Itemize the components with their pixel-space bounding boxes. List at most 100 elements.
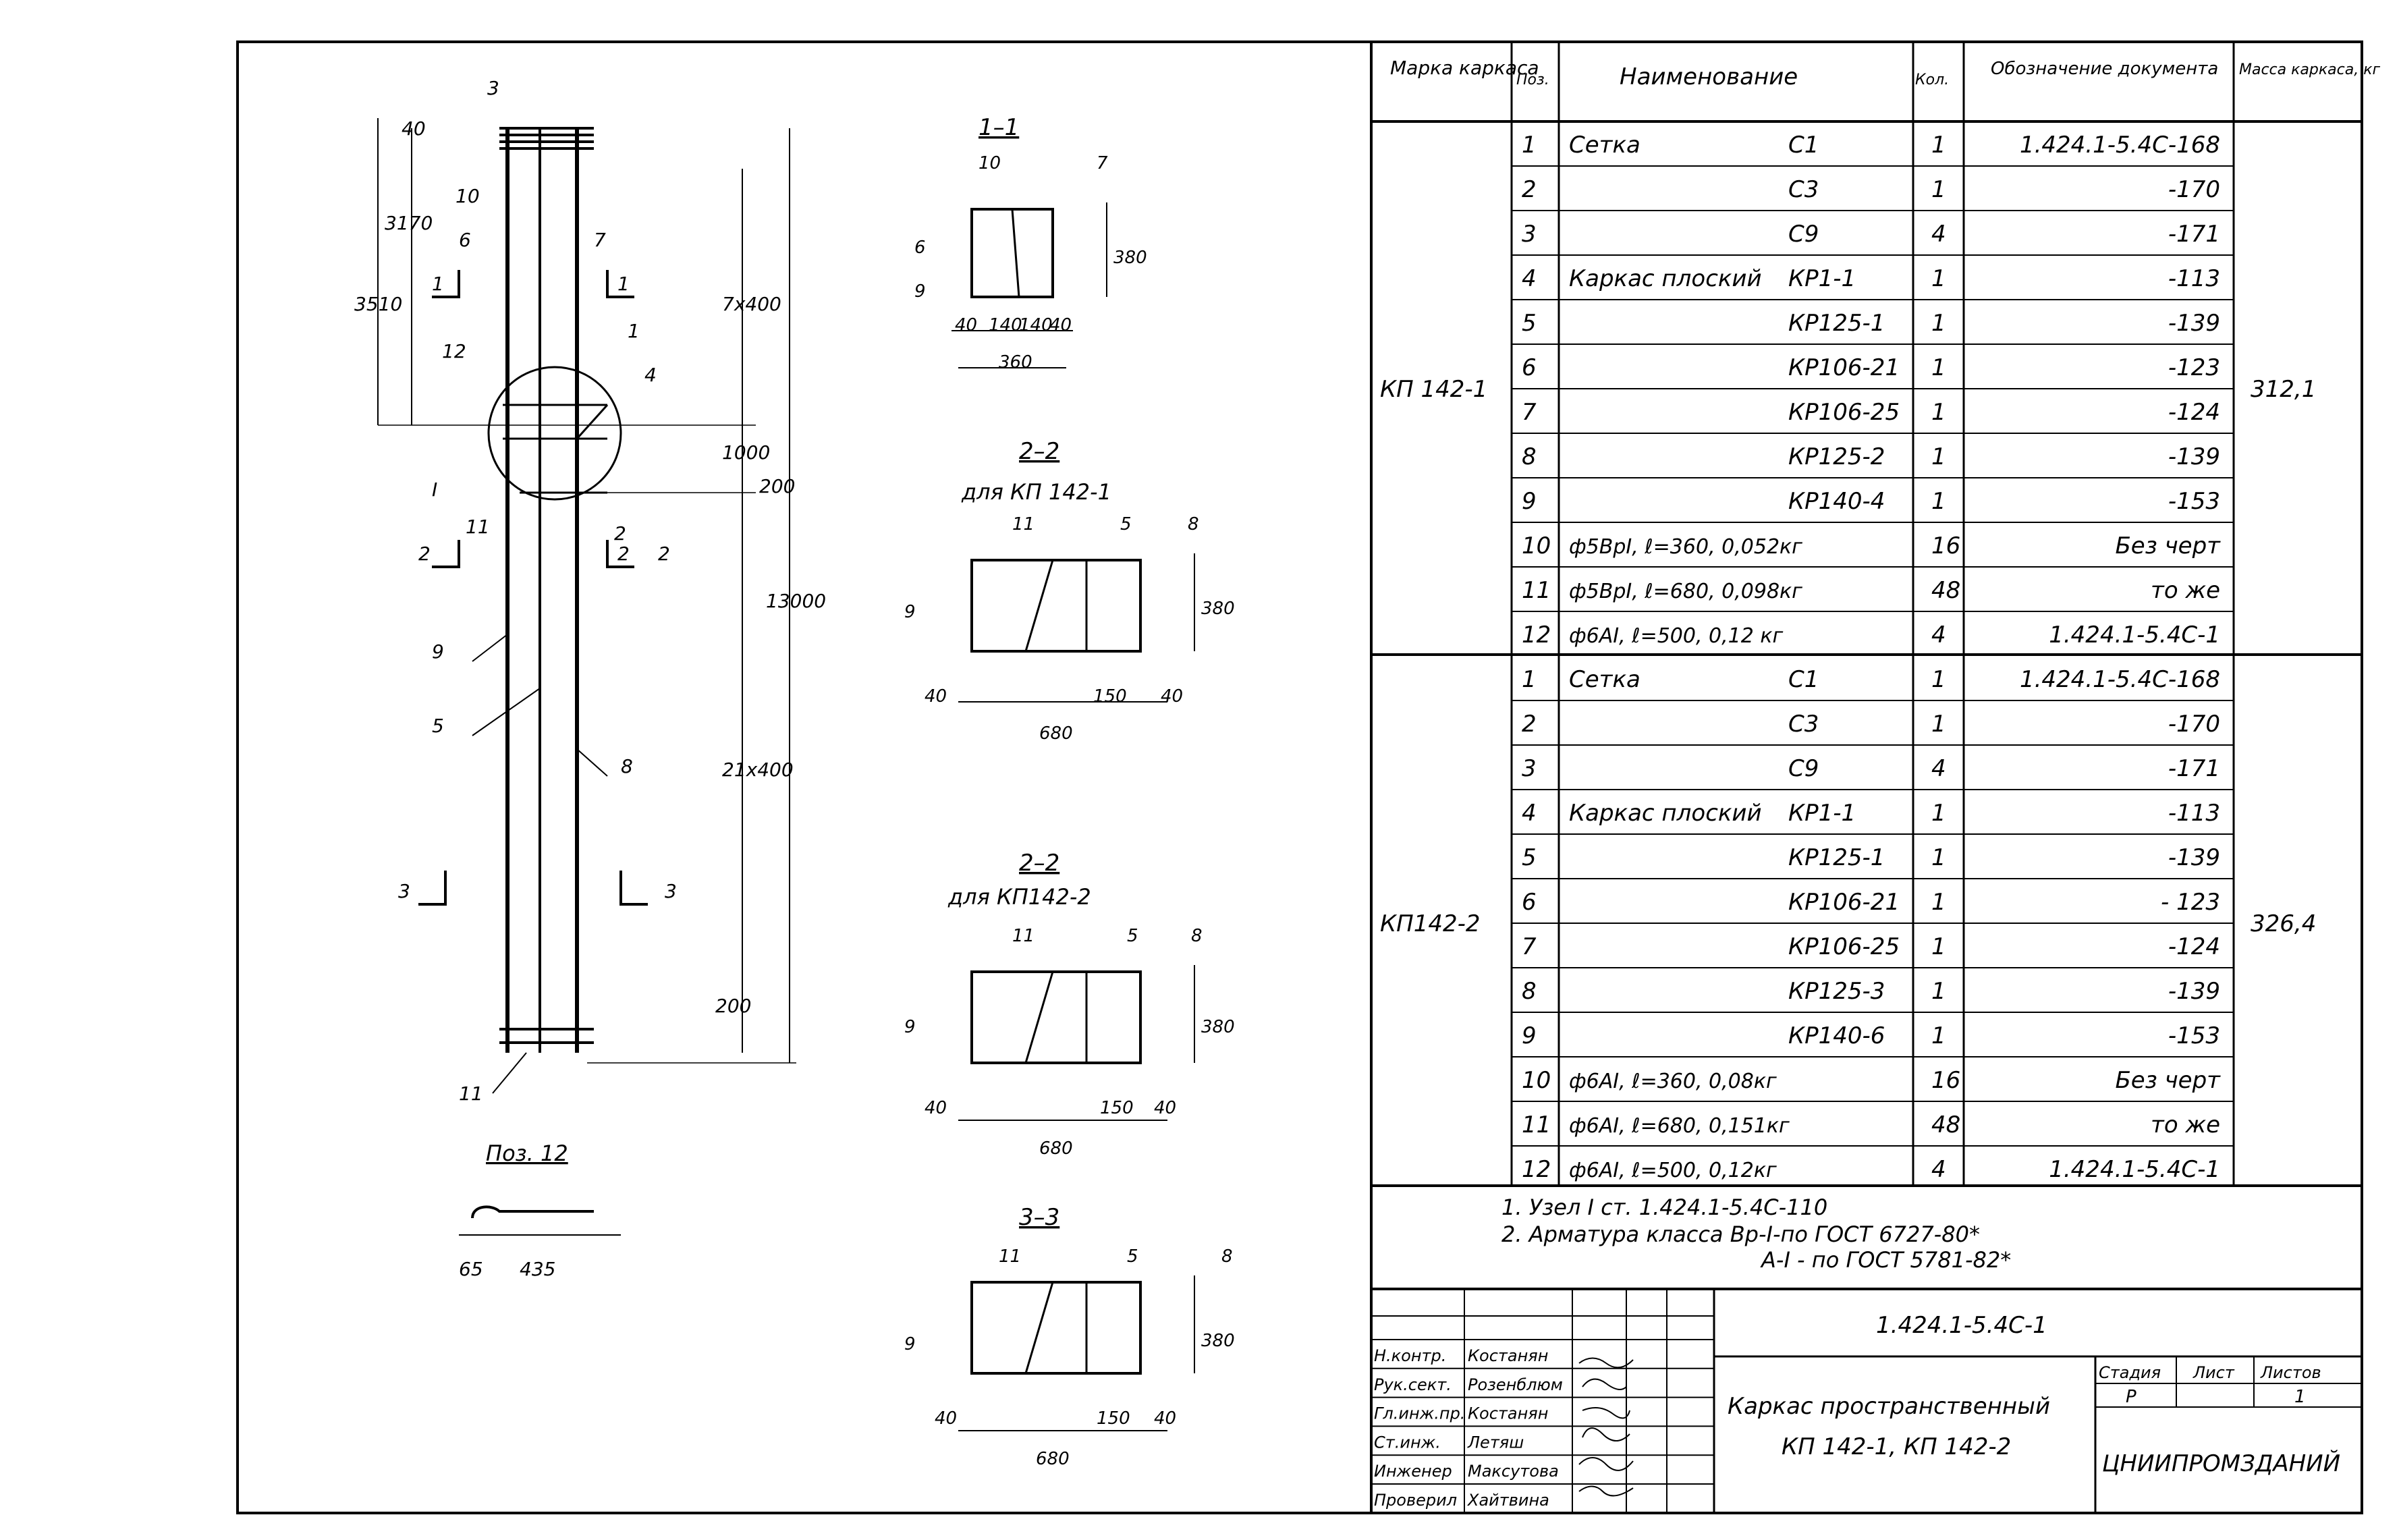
- section-mark-label: 3: [665, 880, 677, 902]
- cell-qty: 1: [1931, 844, 1946, 871]
- header-doc: Обозначение документа: [1991, 59, 2218, 79]
- cell-doc: 1.424.1-5.4С-1: [2049, 622, 2220, 649]
- dim-200-bottom: 200: [715, 995, 751, 1017]
- section-height: 380: [1201, 1331, 1235, 1351]
- bent-bar-detail: [471, 1205, 594, 1219]
- section-dim: 40: [1154, 1408, 1176, 1429]
- cell-doc: Без черт: [2115, 532, 2221, 559]
- elevation-labels: 40 3170 3510 7x400 1000 200 13000 21x400…: [354, 77, 826, 1280]
- cell-doc: -153: [2168, 488, 2220, 515]
- cell-qty: 48: [1931, 577, 1960, 604]
- cell-code: С1: [1788, 666, 1819, 693]
- pos-label: 6: [459, 229, 471, 251]
- cell-qty: 1: [1931, 265, 1946, 292]
- sheets-label: Листов: [2260, 1363, 2321, 1382]
- cell-pos: 5: [1522, 310, 1537, 337]
- section-outline: [970, 1281, 1142, 1375]
- cell-pos: 11: [1522, 1111, 1551, 1138]
- cell-qty: 4: [1931, 622, 1946, 649]
- cell-qty: 1: [1931, 176, 1946, 203]
- section-pos: 10: [978, 153, 1001, 173]
- dim-13000: 13000: [766, 590, 826, 612]
- cell-code: С3: [1788, 711, 1819, 738]
- header-mass: Масса каркаса, кг: [2239, 61, 2380, 78]
- cell-name: ф6АI, ℓ=680, 0,151кг: [1569, 1114, 1790, 1138]
- cell-qty: 48: [1931, 1111, 1960, 1138]
- section-pos: 5: [1127, 926, 1138, 946]
- section-dim: 40: [935, 1408, 957, 1429]
- pos-label: 4: [644, 364, 657, 386]
- section-dim: 140: [1019, 315, 1053, 335]
- cell-pos: 7: [1522, 933, 1537, 960]
- cell-name: Каркас плоский: [1569, 800, 1762, 827]
- staff-name: Костанян: [1468, 1346, 1548, 1365]
- cell-code: КР140-4: [1788, 488, 1885, 515]
- section-mark-label: 2: [418, 543, 431, 565]
- cell-pos: 6: [1522, 354, 1537, 381]
- section-mark-2: [432, 540, 460, 568]
- sheet-label: Лист: [2193, 1363, 2235, 1382]
- section-outline: [970, 559, 1142, 653]
- cell-doc: -139: [2168, 443, 2220, 470]
- section-height: 380: [1201, 599, 1235, 619]
- cell-doc: -139: [2168, 310, 2220, 337]
- cell-code: КР106-25: [1788, 399, 1900, 426]
- section-height: 380: [1201, 1017, 1235, 1037]
- section-pos: 5: [1127, 1246, 1138, 1267]
- leader: [472, 634, 508, 662]
- sheets-value: 1: [2294, 1387, 2306, 1407]
- title-line-2: КП 142-1, КП 142-2: [1782, 1433, 2011, 1460]
- title-block: [1370, 1288, 2363, 1514]
- section-2-2-a: [958, 553, 1195, 703]
- cell-qty: 1: [1931, 711, 1946, 738]
- cell-code: С1: [1788, 132, 1819, 159]
- sheet-frame: [236, 40, 2363, 1514]
- section-pos: 11: [1012, 514, 1035, 534]
- staff-role: Н.контр.: [1374, 1346, 1446, 1365]
- signature: [1578, 1457, 1634, 1471]
- pos-label: 10: [456, 185, 480, 207]
- cell-pos: 1: [1522, 132, 1537, 159]
- dim-3510: 3510: [354, 293, 402, 315]
- staff-rows: Н.контр.КостанянРук.сект.РозенблюмГл.инж…: [1374, 1346, 1563, 1510]
- section-dim: 40: [1161, 686, 1183, 707]
- cell-qty: 1: [1931, 443, 1946, 470]
- section-mark-label: 1: [432, 273, 444, 295]
- cell-doc: 1.424.1-5.4С-1: [2049, 1156, 2220, 1183]
- section-dim: 40: [955, 315, 977, 335]
- section-dim: 40: [1049, 315, 1072, 335]
- cell-pos: 10: [1522, 1067, 1551, 1094]
- section-mark-1: [606, 270, 634, 298]
- section-pos: 5: [1120, 514, 1132, 534]
- cell-name: ф5ВрI, ℓ=680, 0,098кг: [1569, 580, 1802, 603]
- cell-doc: -171: [2168, 755, 2220, 782]
- section-mark-label: 3: [398, 880, 410, 902]
- leader: [576, 748, 608, 777]
- node-label: I: [432, 478, 437, 501]
- node-bar: [576, 404, 609, 440]
- organization: ЦНИИПРОМЗДАНИЙ: [2102, 1450, 2340, 1477]
- section-mark-3: [619, 871, 648, 906]
- spec-table-frame: [1370, 40, 2363, 1187]
- cell-qty: 1: [1931, 889, 1946, 916]
- header-name: Наименование: [1620, 63, 1798, 90]
- elevation-view: [377, 118, 796, 1236]
- cell-doc: то же: [2151, 1111, 2220, 1138]
- staff-role: Инженер: [1374, 1462, 1452, 1481]
- detail-dim: 435: [520, 1258, 555, 1280]
- cell-code: КР125-3: [1788, 978, 1885, 1005]
- dim-21x400: 21x400: [722, 759, 794, 781]
- section-mark-1: [432, 270, 460, 298]
- section-mark-label: 2: [658, 543, 670, 565]
- pos-label: 5: [432, 715, 444, 737]
- spec-headers: Марка каркаса Поз. Наименование Кол. Обо…: [1390, 57, 2380, 90]
- cell-qty: 1: [1931, 978, 1946, 1005]
- cell-qty: 16: [1931, 532, 1960, 559]
- spec-table: [1370, 40, 2363, 1187]
- cell-code: КР125-1: [1788, 310, 1885, 337]
- cell-pos: 9: [1522, 1022, 1537, 1049]
- cell-pos: 4: [1522, 265, 1537, 292]
- pos-label: 9: [432, 640, 444, 663]
- cell-pos: 5: [1522, 844, 1537, 871]
- cell-pos: 8: [1522, 443, 1537, 470]
